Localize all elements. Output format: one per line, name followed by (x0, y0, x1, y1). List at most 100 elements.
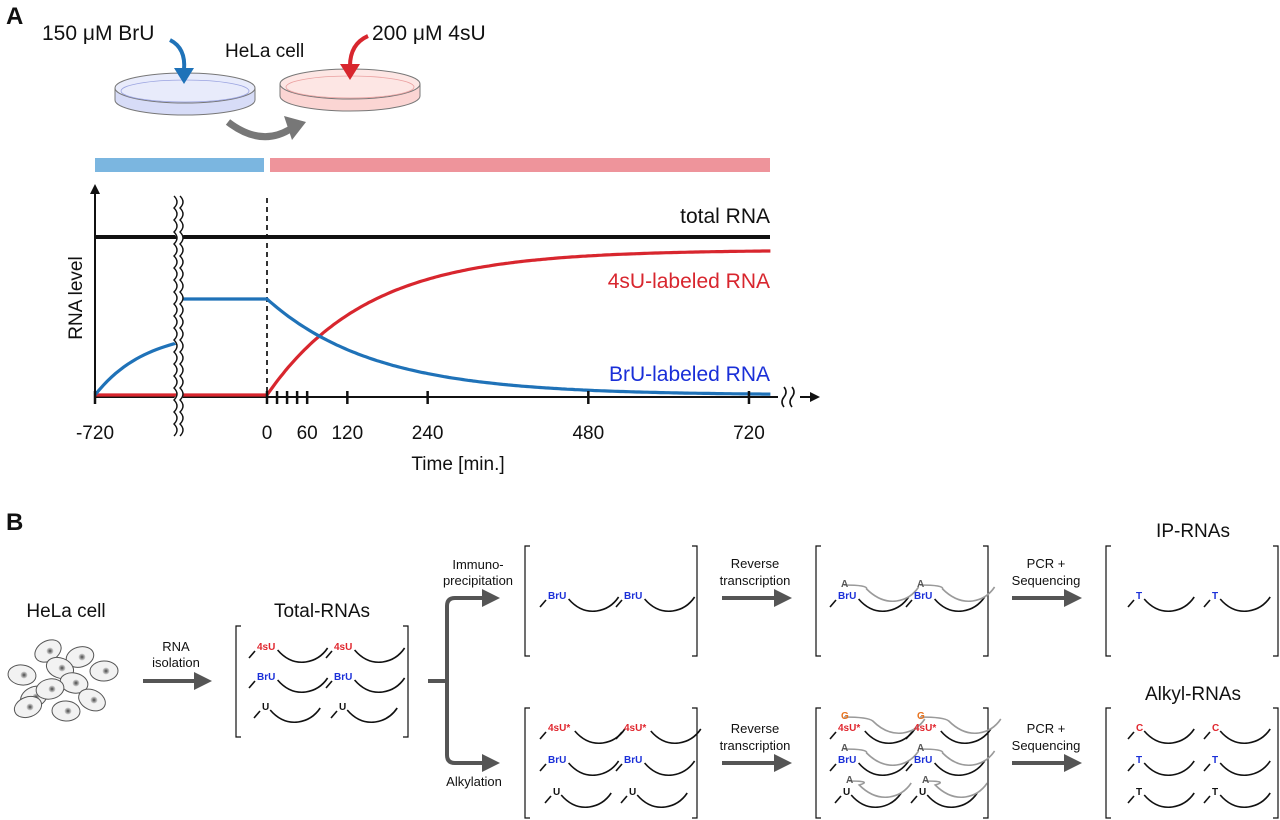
cell-icon (35, 678, 65, 700)
bru-dish (114, 72, 256, 116)
nucleotide-label: U (262, 702, 269, 713)
nucleotide-label: 4sU* (624, 723, 646, 734)
nucleotide-label: T (1212, 591, 1218, 602)
branch-connector (428, 589, 500, 772)
nucleotide-label: BrU (548, 755, 566, 766)
nucleotide-label: U (339, 702, 346, 713)
cdna-nucleotide-label: A (917, 579, 924, 590)
hela-cell-label: HeLa cell (225, 41, 304, 62)
cell-icon (65, 646, 95, 668)
rna-strand: C (1127, 723, 1195, 745)
rna-strand: UA (834, 775, 912, 809)
x-tick-label: 480 (572, 423, 604, 444)
ip-rnas-title: IP-RNAs (1156, 521, 1230, 542)
cell-icon (89, 660, 119, 682)
su-rna-label: 4sU-labeled RNA (608, 270, 770, 293)
cdna-nucleotide-label: A (922, 775, 929, 786)
rna-strand: 4sU (248, 642, 329, 664)
x-axis-label: Time [min.] (411, 454, 504, 475)
nucleotide-label: 4sU* (838, 723, 860, 734)
immuno-label-1: Immuno- (452, 557, 503, 572)
nucleotide-label: T (1136, 591, 1142, 602)
rna-strand: U (544, 787, 612, 809)
rna-strand: BrU (615, 591, 696, 613)
nucleotide-label: BrU (838, 591, 856, 602)
nucleotide-label: U (553, 787, 560, 798)
panel-b-label: B (6, 509, 23, 536)
nucleotide-label: U (843, 787, 850, 798)
nucleotide-label: BrU (624, 755, 642, 766)
alkyl-rnas-title: Alkyl-RNAs (1145, 684, 1241, 705)
rna-strand: BrU (615, 755, 696, 777)
su-treatment-label: 200 μM 4sU (372, 22, 486, 45)
bru-treatment-label: 150 μM BrU (42, 22, 154, 45)
cdna-nucleotide-label: A (917, 743, 924, 754)
cell-icon (59, 672, 89, 694)
cdna-nucleotide-label: A (841, 743, 848, 754)
nucleotide-label: T (1136, 755, 1142, 766)
rna-isolation-label-1: RNA (162, 639, 190, 654)
rna-strand: T (1203, 591, 1271, 613)
su-dish (279, 68, 421, 112)
rna-strand: UA (910, 775, 988, 809)
rna-strand: U (620, 787, 688, 809)
rna-strand: U (253, 702, 321, 724)
nucleotide-label: C (1136, 723, 1143, 734)
nucleotide-label: 4sU* (548, 723, 570, 734)
rna-strand: BrU (539, 591, 620, 613)
alkylation-label: Alkylation (446, 774, 502, 789)
x-tick-label: -720 (76, 423, 114, 444)
nucleotide-label: BrU (624, 591, 642, 602)
su-rna-curve (95, 249, 771, 397)
x-tick-label: 240 (412, 423, 444, 444)
nucleotide-label: T (1212, 787, 1218, 798)
rt-bottom-arrow (722, 754, 792, 772)
rna-strand: 4sU*G (905, 711, 1002, 745)
bru-addition-arrow (169, 38, 194, 84)
rna-isolation-label-2: isolation (152, 655, 200, 670)
nucleotide-label: BrU (257, 672, 275, 683)
hela-label: HeLa cell (26, 601, 105, 622)
nucleotide-label: BrU (548, 591, 566, 602)
nucleotide-label: 4sU* (914, 723, 936, 734)
pcr-top-label-1: PCR + (1027, 556, 1066, 571)
axis-break-wave (172, 193, 184, 439)
pcr-bottom-arrow (1012, 754, 1082, 772)
rna-strand: 4sU* (539, 723, 626, 745)
cell-icon (51, 700, 81, 722)
cdna-nucleotide-label: A (846, 775, 853, 786)
rna-strand: T (1127, 755, 1195, 777)
bru-rna-label: BrU-labeled RNA (609, 363, 770, 386)
rna-strand: T (1127, 591, 1195, 613)
cdna-nucleotide-label: A (841, 579, 848, 590)
su-period-bar (270, 158, 770, 172)
nucleotide-label: U (629, 787, 636, 798)
bru-period-bar (95, 158, 264, 172)
nucleotide-label: 4sU (257, 642, 275, 653)
nucleotide-label: U (919, 787, 926, 798)
hela-cells-illustration (7, 639, 119, 722)
nucleotide-label: T (1212, 755, 1218, 766)
rna-isolation-arrow (143, 672, 212, 690)
rna-strand: C (1203, 723, 1271, 745)
x-tick-label: 720 (733, 423, 765, 444)
nucleotide-label: BrU (838, 755, 856, 766)
immuno-label-2: precipitation (443, 573, 513, 588)
rt-top-label-2: transcription (720, 573, 791, 588)
nucleotide-label: BrU (914, 755, 932, 766)
rna-strand: U (330, 702, 398, 724)
nucleotide-label: BrU (914, 591, 932, 602)
x-axis-break-icon (781, 386, 795, 408)
x-tick-label: 0 (262, 423, 273, 444)
x-tick-label: 120 (331, 423, 363, 444)
alkylated-rna-box: 4sU* 4sU* BrU BrU U U (524, 707, 702, 819)
rna-strand: 4sU*G (829, 711, 926, 745)
